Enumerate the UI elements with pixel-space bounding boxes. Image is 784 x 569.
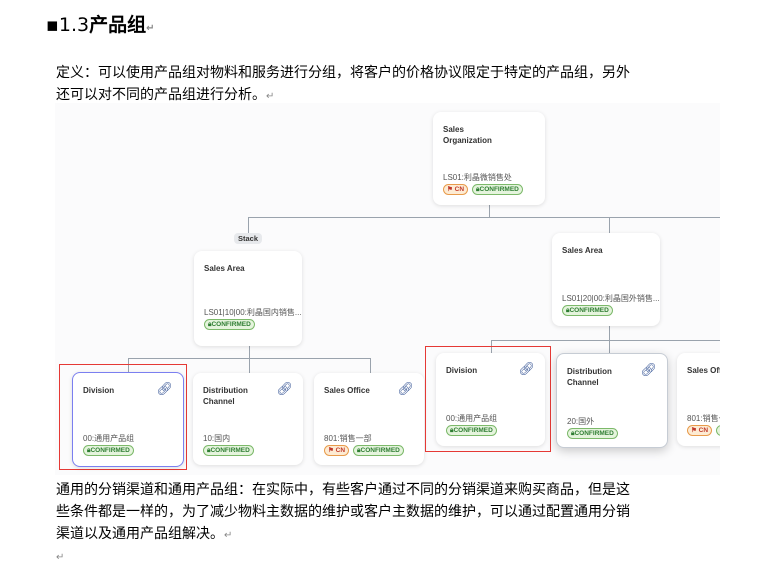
intro-line: 定义：可以使用产品组对物料和服务进行分组，将客户的价格协议限定于特定的产品组，另… [56,65,630,81]
country-badge: ⚑ CN [687,425,713,436]
org-structure-diagram: Stack Sales Organization LS01:利晶微销售处 ⚑ C… [55,103,720,475]
section-heading: ▪1.3产品组↵ [46,10,155,37]
card-value: LS01:利晶微销售处 [443,173,512,182]
intro-paragraph: 定义：可以使用产品组对物料和服务进行分组，将客户的价格协议限定于特定的产品组，另… [56,62,726,108]
card-title: Division [446,366,478,375]
confirmed-badge: 🔒︎CONFIRMED [562,305,613,316]
card-title: Sales Area [562,246,603,255]
paragraph-mark: ↵ [266,91,275,102]
card-value: 00:通用产品组 [446,414,498,423]
card-value: 801:销售一部 [324,434,372,443]
highlight-box [425,346,551,452]
body-line: 些条件都是一样的，为了减少物料主数据的维护或客户主数据的维护，可以通过配置通用分… [56,504,630,520]
paragraph-mark: ↵ [56,552,65,563]
confirmed-badge: 🔒︎CONFIRMED [83,445,134,456]
card-title: Division [83,386,115,395]
confirmed-badge: 🔒︎CONFIRMED [353,445,404,456]
confirmed-badge: 🔒︎CONFIRMED [446,425,497,436]
card-value: LS01|20|00:利晶国外销售... [562,294,660,303]
sales-office-card[interactable]: Sales Office 🔗︎ 801:销售一部 ⚑ CN🔒︎CONFIRMED [314,373,424,465]
body-paragraph: 通用的分销渠道和通用产品组：在实际中，有些客户通过不同的分销渠道来购买商品，但是… [56,479,726,569]
confirmed-badge: 🔒︎CONFIRMED [203,445,254,456]
card-title: Distribution Channel [203,386,248,406]
highlight-box [59,364,187,470]
intro-line: 还可以对不同的产品组进行分析。 [56,87,266,103]
confirmed-badge: 🔒︎CONFIRMED [716,425,720,436]
link-icon[interactable]: 🔗︎ [640,362,657,377]
link-icon[interactable]: 🔗︎ [518,361,535,376]
confirmed-badge: 🔒︎CONFIRMED [567,428,618,439]
link-icon[interactable]: 🔗︎ [276,381,293,396]
card-title: Sales Area [204,264,245,273]
stack-label[interactable]: Stack [234,233,263,244]
confirmed-badge: 🔒︎CONFIRMED [204,319,255,330]
paragraph-mark: ↵ [224,530,233,541]
link-icon[interactable]: 🔗︎ [397,381,414,396]
confirmed-badge: 🔒︎CONFIRMED [472,184,523,195]
division-card[interactable]: Division 🔗︎ 00:通用产品组 🔒︎CONFIRMED [72,372,184,467]
card-title: Sales Offi [687,366,720,375]
sales-office-card[interactable]: Sales Offi 801:销售一 ⚑ CN🔒︎CONFIRMED [677,353,720,446]
card-title: Sales Organization [443,125,492,145]
paragraph-mark: ↵ [146,23,155,34]
bullet: ▪ [46,14,59,36]
distribution-channel-card[interactable]: Distribution Channel 🔗︎ 10:国内 🔒︎CONFIRMED [193,373,303,465]
country-badge: ⚑ CN [443,184,469,195]
country-badge: ⚑ CN [324,445,350,456]
section-title: 产品组 [89,14,147,36]
distribution-channel-card[interactable]: Distribution Channel 🔗︎ 20:国外 🔒︎CONFIRMED [556,353,668,448]
card-title: Sales Office [324,386,370,395]
link-icon[interactable]: 🔗︎ [156,381,173,396]
sales-area-card[interactable]: Sales Area LS01|20|00:利晶国外销售... 🔒︎CONFIR… [552,233,660,326]
card-value: 10:国内 [203,434,231,443]
card-value: 00:通用产品组 [83,434,135,443]
card-value: 20:国外 [567,417,595,426]
card-title: Distribution Channel [567,367,612,387]
section-number: 1.3 [58,14,90,36]
sales-organization-card[interactable]: Sales Organization LS01:利晶微销售处 ⚑ CN🔒︎CON… [433,112,545,205]
sales-area-card[interactable]: Sales Area LS01|10|00:利晶国内销售... 🔒︎CONFIR… [194,251,302,346]
card-value: LS01|10|00:利晶国内销售... [204,308,302,317]
division-card[interactable]: Division 🔗︎ 00:通用产品组 🔒︎CONFIRMED [436,353,545,446]
body-line: 通用的分销渠道和通用产品组：在实际中，有些客户通过不同的分销渠道来购买商品，但是… [56,482,630,498]
card-value: 801:销售一 [687,414,720,423]
body-line: 渠道以及通用产品组解决。 [56,526,224,542]
